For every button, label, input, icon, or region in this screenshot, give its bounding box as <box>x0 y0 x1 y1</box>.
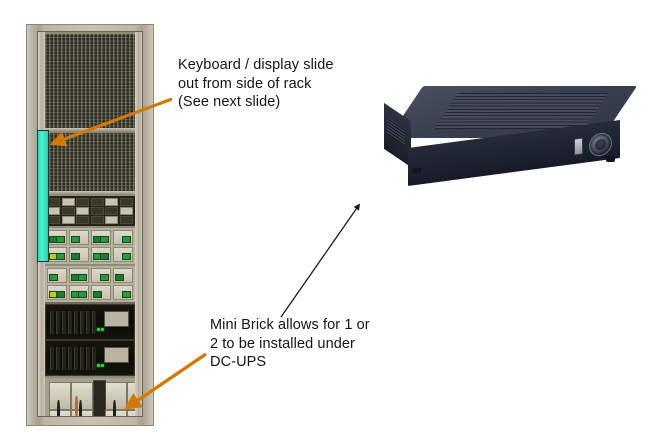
status-led-4 <box>100 364 104 367</box>
status-led-1 <box>97 328 101 331</box>
black-rack-unit-1 <box>45 304 135 340</box>
module-shelf-upper <box>45 226 135 266</box>
keyboard-slide-caption: Keyboard / display slide out from side o… <box>178 57 334 110</box>
minibrick-pointer-arrow <box>280 203 361 318</box>
equipment-rack-photo <box>26 24 154 426</box>
unit-label-panel-2 <box>104 347 129 363</box>
drive-bays-1 <box>50 311 96 335</box>
mini-brick-caption: Mini Brick allows for 1 or 2 to be insta… <box>210 317 370 370</box>
minibrick-foot-right <box>606 156 615 162</box>
minibrick-foot-left <box>412 168 421 174</box>
mini-brick-photo <box>382 82 638 202</box>
keyboard-display-slide-highlight <box>37 130 49 262</box>
rack-rail-right <box>135 32 142 416</box>
module-shelf-lower <box>45 264 135 304</box>
bank-separator-2 <box>45 191 135 194</box>
dc-ups-power-section <box>45 376 135 416</box>
front-port-icon <box>574 137 583 156</box>
unit-label-panel-1 <box>104 311 129 327</box>
dense-card-bank-middle <box>45 131 135 195</box>
ventilation-grille-icon <box>434 93 609 129</box>
status-led-3 <box>97 364 101 367</box>
rack-interior <box>37 31 143 417</box>
dense-card-bank-top <box>45 32 135 132</box>
status-led-2 <box>100 328 104 331</box>
black-rack-unit-2 <box>45 340 135 376</box>
patch-connector-band <box>45 194 135 228</box>
power-button-center <box>595 138 606 151</box>
drive-bays-2 <box>50 347 96 371</box>
